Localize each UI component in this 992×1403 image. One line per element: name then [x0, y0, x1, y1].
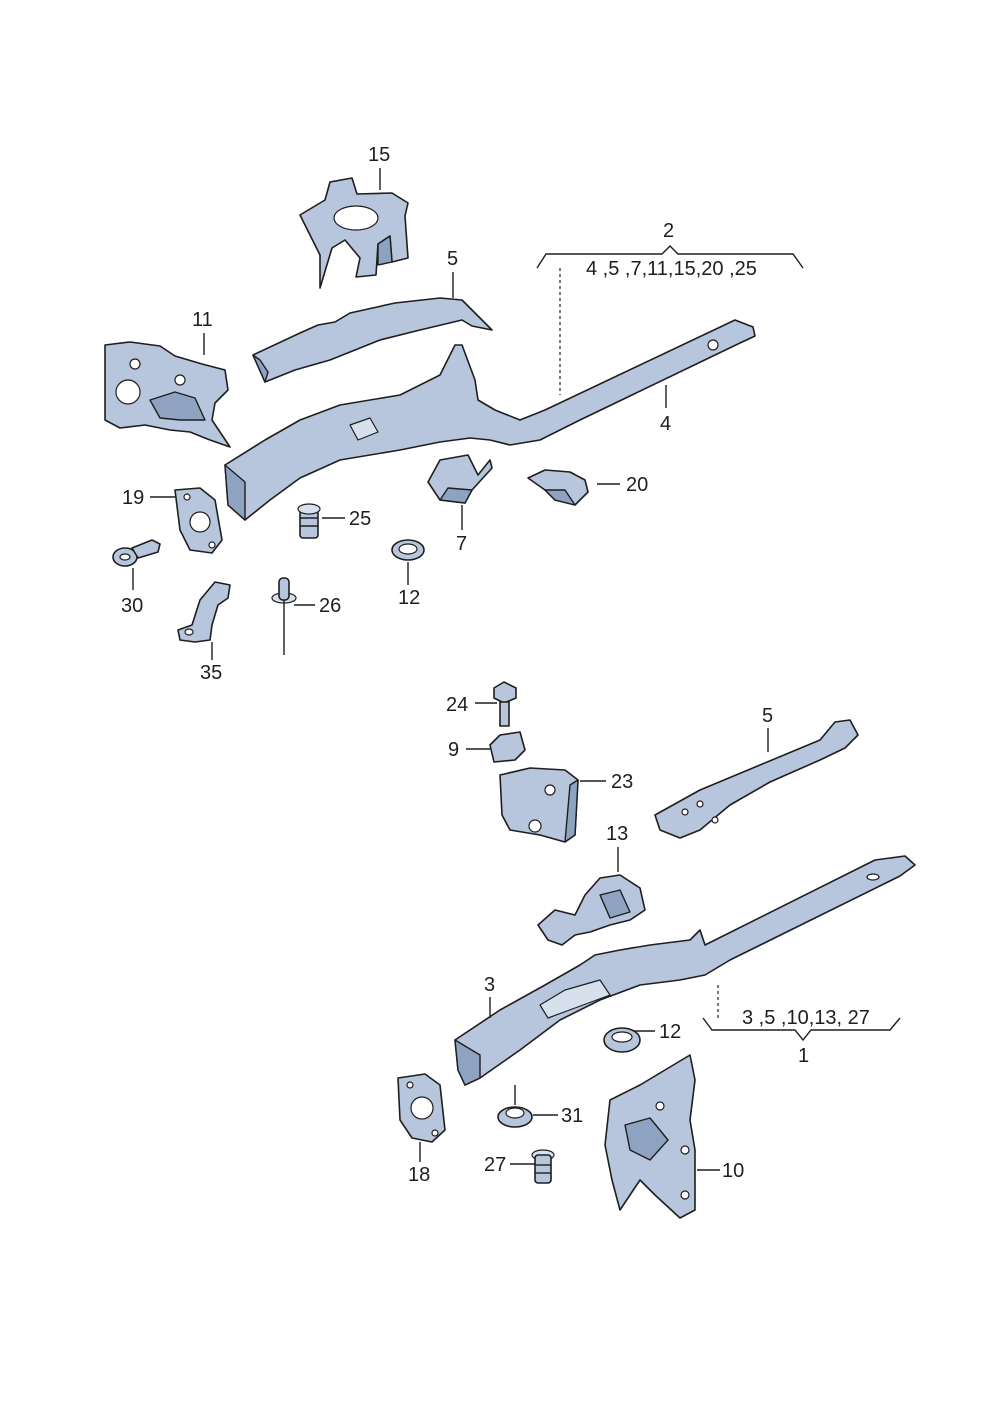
- callout-7: 7: [456, 533, 467, 555]
- callout-30: 30: [121, 595, 143, 617]
- callout-15: 15: [368, 144, 390, 166]
- part-25-plug[interactable]: [297, 503, 321, 539]
- leader-lines: [132, 168, 901, 1171]
- callout-24: 24: [446, 694, 468, 716]
- callout-25: 25: [349, 508, 371, 530]
- callout-26: 26: [319, 595, 341, 617]
- part-23-mount-plate[interactable]: [499, 767, 579, 843]
- callout-5-upper: 5: [447, 248, 458, 270]
- part-27-plug[interactable]: [531, 1149, 555, 1184]
- part-15-strut-bracket[interactable]: [299, 177, 409, 289]
- callout-18: 18: [408, 1164, 430, 1186]
- callout-3: 3: [484, 974, 495, 996]
- callout-11: 11: [192, 309, 213, 331]
- callout-20: 20: [626, 474, 648, 496]
- callout-group-1-list: 3 ,5 ,10,13, 27: [742, 1007, 870, 1029]
- part-31-grommet[interactable]: [497, 1106, 533, 1128]
- callout-35: 35: [200, 662, 222, 684]
- callout-27: 27: [484, 1154, 506, 1176]
- part-7-bracket[interactable]: [427, 454, 493, 504]
- callout-12-lower: 12: [659, 1021, 681, 1043]
- callout-1: 1: [798, 1045, 809, 1067]
- part-12-lower-grommet[interactable]: [603, 1027, 641, 1053]
- callout-31: 31: [561, 1105, 583, 1127]
- part-26-rivet[interactable]: [271, 577, 297, 655]
- part-5-upper-rail[interactable]: [252, 297, 493, 383]
- callout-4: 4: [660, 413, 671, 435]
- part-4-longitudinal-member[interactable]: [224, 319, 756, 521]
- callout-group-2-list: 4 ,5 ,7,11,15,20 ,25: [586, 258, 757, 280]
- callout-9: 9: [448, 739, 459, 761]
- part-13-bracket[interactable]: [537, 874, 646, 946]
- part-24-bolt[interactable]: [493, 681, 517, 727]
- part-9-clip-nut[interactable]: [489, 731, 526, 763]
- callout-13: 13: [606, 823, 628, 845]
- part-18-plate[interactable]: [397, 1073, 446, 1143]
- callout-5-lower: 5: [762, 705, 773, 727]
- part-35-bracket-tab[interactable]: [177, 581, 231, 643]
- part-20-cover[interactable]: [527, 469, 589, 506]
- part-3-longitudinal-member[interactable]: [454, 855, 916, 1086]
- part-5-lower-rail[interactable]: [654, 719, 859, 839]
- callout-2: 2: [663, 220, 674, 242]
- callout-23: 23: [611, 771, 633, 793]
- callout-12-upper: 12: [398, 587, 420, 609]
- part-30-eye-bolt[interactable]: [112, 539, 161, 567]
- part-10-wheel-housing[interactable]: [604, 1054, 696, 1219]
- part-11-wheel-housing[interactable]: [104, 341, 231, 448]
- part-19-plate[interactable]: [174, 487, 223, 554]
- callout-labels: 15 5 11 2 4 ,5 ,7,11,15,20 ,25 4 19 25 7…: [121, 144, 870, 1186]
- callout-19: 19: [122, 487, 144, 509]
- part-12-grommet[interactable]: [391, 539, 425, 561]
- callout-10: 10: [722, 1160, 744, 1182]
